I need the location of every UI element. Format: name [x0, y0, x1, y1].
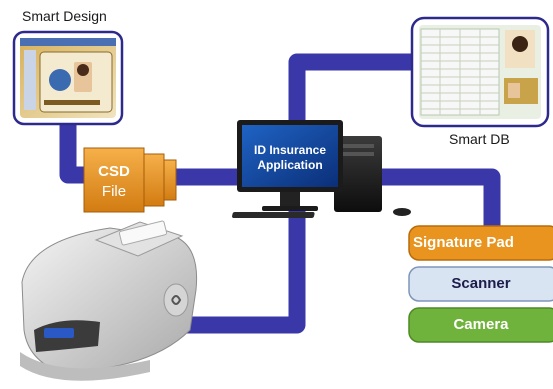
csd-file-label-line2: File	[101, 183, 127, 200]
scanner-box: Scanner	[409, 267, 553, 301]
application-label-line2: Application	[257, 158, 323, 172]
smart-db-screenshot	[410, 16, 550, 128]
camera-label: Camera	[453, 316, 509, 333]
csd-file-icon	[83, 147, 177, 213]
application-label-line1: ID Insurance	[253, 143, 327, 157]
peripheral-boxes	[408, 225, 553, 343]
smart-design-label: Smart Design	[22, 8, 107, 24]
camera-box: Camera	[409, 308, 553, 342]
signature-pad-box: Signature Pad	[409, 226, 553, 260]
connector-lines	[59, 53, 501, 334]
printer-to-application-connector	[185, 210, 306, 334]
smart-db-label: Smart DB	[449, 131, 510, 147]
smartdb-to-application-connector	[288, 53, 420, 130]
scanner-label: Scanner	[451, 275, 511, 292]
smart-design-screenshot	[12, 30, 124, 126]
signature-pad-label: Signature Pad	[413, 234, 514, 251]
application-to-peripherals-connector	[375, 168, 501, 235]
computer-icon	[232, 120, 411, 218]
card-printer-icon	[20, 220, 198, 381]
csd-file-label-line1: CSD	[98, 163, 130, 180]
